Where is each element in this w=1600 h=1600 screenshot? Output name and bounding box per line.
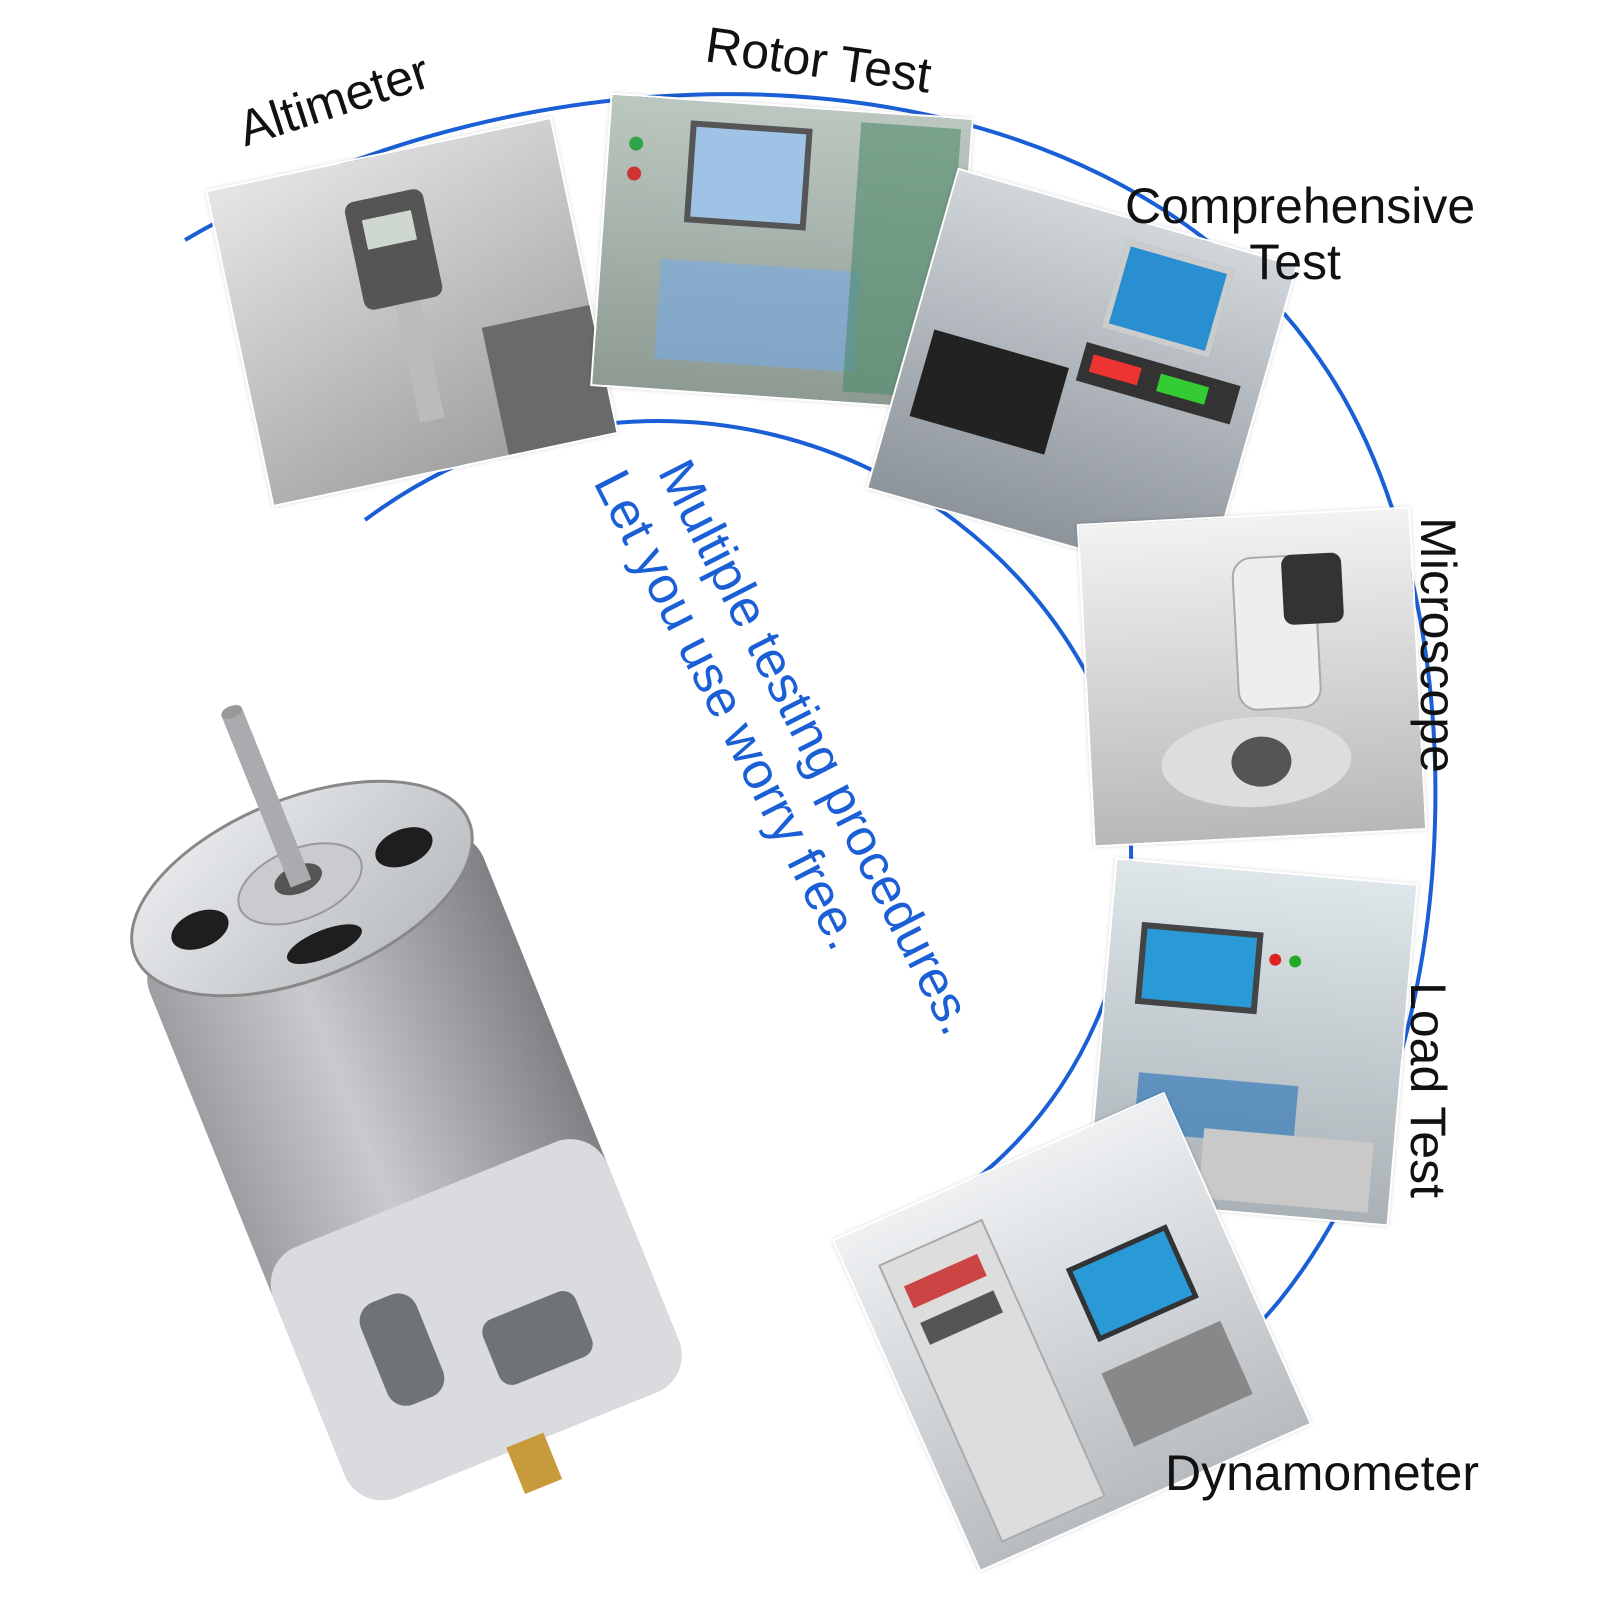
label-dynamometer: Dynamometer (1165, 1445, 1479, 1501)
dc-motor-image (130, 705, 682, 1501)
label-comprehensive-test-line2: Test (1249, 234, 1341, 290)
label-load-test: Load Test (1399, 982, 1456, 1198)
label-comprehensive-test: Comprehensive Test (1125, 178, 1475, 290)
label-comprehensive-test-line1: Comprehensive (1125, 178, 1476, 234)
microscope-photo (1076, 506, 1428, 848)
label-microscope: Microscope (1409, 517, 1466, 773)
